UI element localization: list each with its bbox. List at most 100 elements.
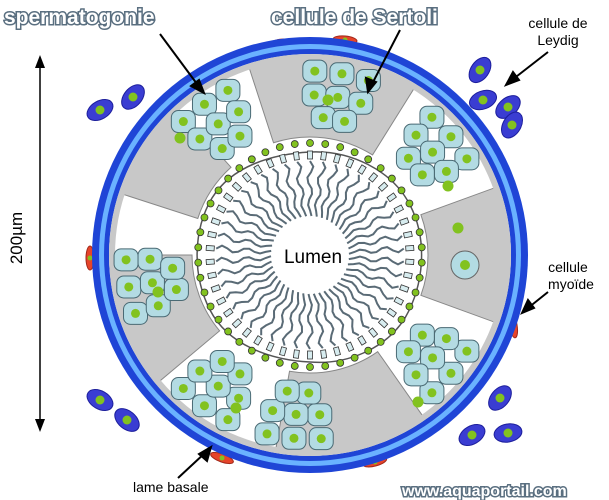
spermatid-head (206, 199, 215, 208)
germ-cell-nucleus (446, 368, 456, 378)
spermatid-head (376, 164, 385, 173)
spermatid-midpiece (210, 284, 221, 293)
spermatozoon-flagellum (348, 255, 405, 266)
arrow-sertoli (370, 29, 401, 87)
leydig-cell-nucleus (478, 95, 488, 105)
sertoli-nucleus (322, 94, 334, 106)
spermatozoon-flagellum (306, 160, 315, 217)
germ-cell-nucleus (441, 166, 451, 176)
spermatid-head (306, 139, 314, 147)
germ-cell-nucleus (340, 116, 350, 126)
spermatid-head (200, 288, 209, 297)
germ-cell-nucleus (217, 356, 227, 366)
spermatozoon-flagellum (348, 235, 403, 250)
germ-cell-nucleus (178, 117, 188, 127)
spermatid-head (405, 302, 414, 311)
leydig-cell-nucleus (128, 92, 138, 102)
spermatid-midpiece (279, 153, 287, 164)
spermatid-head (387, 327, 396, 336)
germ-cell-nucleus (268, 406, 278, 416)
scale-bar-arrow-top (35, 55, 45, 68)
spermatid-midpiece (377, 181, 389, 192)
spermatid-midpiece (292, 151, 300, 161)
arrow-leydig (511, 51, 549, 81)
spermatid-midpiece (357, 335, 367, 346)
leydig-label-line2: Leydig (537, 32, 578, 48)
spermatozoon-flagellum (225, 270, 276, 299)
spermatozoon-flagellum (348, 246, 405, 255)
myoid-label-line2: myoïde (548, 276, 594, 292)
myoid-cell-nucleus (219, 455, 225, 461)
germ-cell-nucleus (304, 388, 314, 398)
spermatogonia-label: spermatogonie (4, 6, 155, 29)
germ-cell-nucleus (337, 69, 347, 79)
spermatozoon-flagellum (325, 168, 350, 220)
spermatozoon-flagellum (337, 281, 379, 321)
spermatid-head (397, 315, 406, 324)
germ-cell-nucleus (403, 153, 413, 163)
spermatid-head (196, 228, 205, 237)
sertoli-nucleus (452, 222, 464, 234)
leydig-cell-nucleus (95, 395, 105, 405)
spermatid-head (247, 346, 256, 355)
germ-cell-nucleus (223, 85, 233, 95)
watermark: www.aquaportail.com (401, 483, 567, 500)
germ-cell-nucleus (217, 144, 227, 154)
spermatid-midpiece (393, 296, 405, 306)
spermatozoon-flagellum (233, 199, 280, 233)
germ-cell-nucleus (411, 370, 421, 380)
spermatid-head (417, 258, 426, 267)
spermatozoon-flagellum (328, 288, 360, 337)
spermatid-head (336, 143, 345, 152)
spermatid-midpiece (207, 230, 217, 239)
germ-cell-nucleus (223, 415, 233, 425)
germ-cell-nucleus (178, 383, 188, 393)
spermatozoon-flagellum (215, 255, 272, 264)
germ-cell-nucleus (131, 308, 141, 318)
spermatid-head (336, 358, 345, 367)
spermatozoon-flagellum (215, 244, 272, 255)
spermatid-head (194, 243, 203, 252)
germ-cell-nucleus (262, 429, 272, 439)
spermatid-head (350, 148, 359, 157)
spermatid-midpiece (253, 335, 263, 346)
basal-lamina-label: lame basale (133, 479, 209, 495)
spermatozoon-flagellum (249, 283, 286, 329)
spermatid-midpiece (265, 158, 275, 169)
spermatozoon-flagellum (334, 181, 371, 227)
sertoli-cell-label: cellule de Sertoli (271, 6, 438, 29)
germ-cell-nucleus (234, 107, 244, 117)
spermatid-head (387, 174, 396, 183)
leydig-cell-nucleus (503, 428, 513, 438)
spermatozoon-flagellum (241, 189, 283, 229)
germ-cell-nucleus (147, 278, 157, 288)
germ-cell-nucleus (121, 255, 131, 265)
germ-cell-nucleus (171, 285, 181, 295)
spermatozoon-flagellum (295, 161, 308, 217)
spermatozoon-flagellum (347, 262, 403, 278)
spermatid-midpiece (333, 153, 341, 164)
germ-cell-nucleus (403, 347, 413, 357)
arrow-spermatogonia-head (189, 78, 206, 96)
spermatozoon-flagellum (332, 285, 370, 329)
spermatid-head (415, 228, 424, 237)
spermatid-head (224, 327, 233, 336)
spermatid-midpiece (345, 158, 355, 169)
germ-cell-nucleus (411, 130, 421, 140)
spermatozoon-flagellum (293, 293, 307, 349)
germ-cell-nucleus (427, 112, 437, 122)
spermatozoon-flagellum (323, 290, 348, 343)
spermatozoon-flagellum (260, 287, 290, 336)
spermatozoon-flagellum (217, 260, 272, 275)
spermatid-midpiece (320, 151, 328, 161)
spermatid-midpiece (403, 271, 413, 280)
spermatid-head (411, 288, 420, 297)
spermatid-midpiece (399, 217, 410, 226)
myoid-cell-nucleus (87, 255, 93, 261)
spermatid-head (397, 186, 406, 195)
spermatid-midpiece (207, 271, 217, 280)
spermatid-midpiece (253, 164, 263, 175)
spermatid-midpiece (223, 307, 234, 318)
spermatozoon-flagellum (341, 200, 388, 235)
spermatozoa-group (194, 139, 426, 371)
